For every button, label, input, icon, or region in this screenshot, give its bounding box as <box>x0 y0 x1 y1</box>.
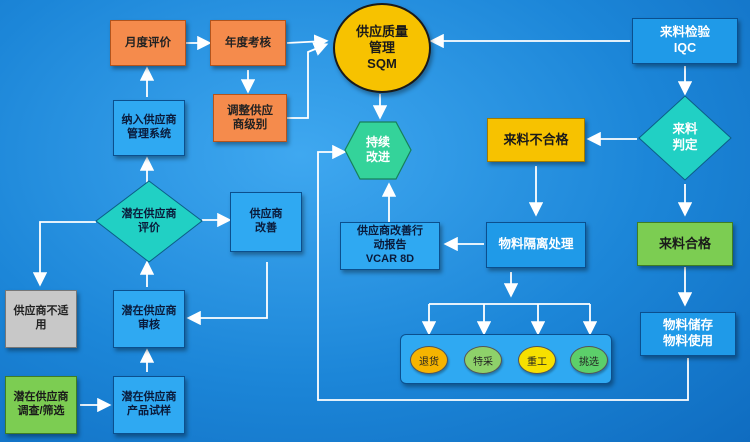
incoming-ok-label: 来料合格 <box>658 235 711 251</box>
include-management-system-box: 纳入供应商 管理系统 <box>113 100 185 156</box>
material-storage-use-box: 物料储存 物料使用 <box>640 312 736 356</box>
product-sample-trial-box: 潜在供应商 产品试样 <box>113 376 185 434</box>
potential-supplier-evaluation-label: 潜在供应商 评价 <box>121 208 177 234</box>
material-storage-use-label: 物料储存 物料使用 <box>662 318 713 348</box>
potential-supplier-survey-box: 潜在供应商 调查/筛选 <box>5 376 77 434</box>
annual-review-box: 年度考核 <box>210 20 286 66</box>
product-sample-trial-label: 潜在供应商 产品试样 <box>121 391 177 417</box>
material-quarantine-label: 物料隔离处理 <box>498 237 574 252</box>
incoming-decision-label: 来料 判定 <box>672 122 698 152</box>
material-quarantine-box: 物料隔离处理 <box>486 222 586 268</box>
supplier-improvement-label: 供应商 改善 <box>249 208 283 234</box>
adjust-supplier-level-box: 调整供应 商级别 <box>213 94 287 142</box>
vcar-report-label: 供应商改善行 动报告 VCAR 8D <box>357 225 423 265</box>
supplier-improvement-box: 供应商 改善 <box>230 192 302 252</box>
disposition-rework: 重工 <box>518 346 556 374</box>
supplier-not-suitable-box: 供应商不适 用 <box>5 290 77 348</box>
disposition-return: 退货 <box>410 346 448 374</box>
sqm-circle: 供应质量 管理 SQM <box>333 3 431 93</box>
potential-supplier-survey-label: 潜在供应商 调查/筛选 <box>13 391 69 417</box>
supplier-not-suitable-label: 供应商不适 用 <box>13 305 69 331</box>
incoming-inspection-iqc-label: 来料检验 IQC <box>659 25 710 55</box>
incoming-inspection-iqc-box: 来料检验 IQC <box>632 18 738 64</box>
include-management-system-label: 纳入供应商 管理系统 <box>121 114 177 140</box>
potential-supplier-audit-label: 潜在供应商 审核 <box>121 305 177 331</box>
potential-supplier-audit-box: 潜在供应商 审核 <box>113 290 185 348</box>
incoming-ok-box: 来料合格 <box>637 222 733 266</box>
vcar-report-box: 供应商改善行 动报告 VCAR 8D <box>340 222 440 270</box>
annual-review-label: 年度考核 <box>225 36 271 49</box>
adjust-supplier-level-label: 调整供应 商级别 <box>227 104 273 131</box>
monthly-evaluation-box: 月度评价 <box>110 20 186 66</box>
disposition-special-acceptance: 特采 <box>464 346 502 374</box>
sqm-label: 供应质量 管理 SQM <box>355 23 408 72</box>
monthly-evaluation-label: 月度评价 <box>125 36 171 49</box>
continuous-improvement-label: 持续 改进 <box>365 135 390 164</box>
incoming-nonconforming-label: 来料不合格 <box>503 131 569 147</box>
disposition-sorting: 挑选 <box>570 346 608 374</box>
incoming-nonconforming-box: 来料不合格 <box>487 118 585 162</box>
